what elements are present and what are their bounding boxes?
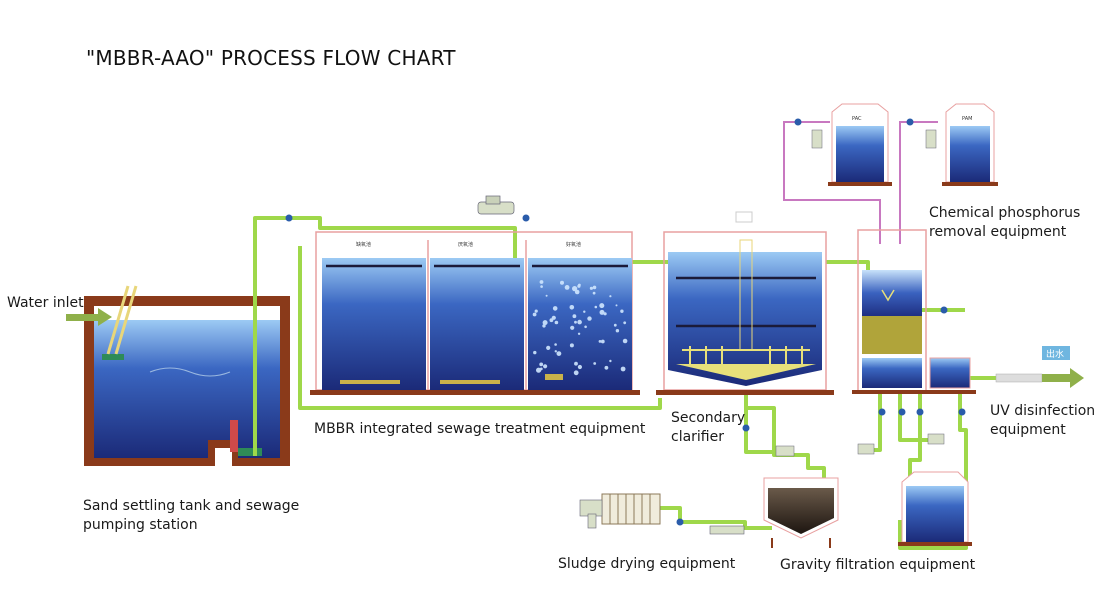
pac-dosing-tank: PAC [811, 103, 892, 186]
aeration-bubble [574, 320, 577, 324]
aeration-bubble [604, 365, 609, 370]
backwash-tank [898, 471, 972, 546]
aeration-bubble [545, 294, 548, 297]
aeration-bubble [552, 306, 558, 311]
label-sludge-drying: Sludge drying equipment [558, 556, 736, 572]
aeration-bubble [615, 329, 620, 333]
aeration-bubble [564, 285, 570, 290]
label-water-inlet: Water inlet [7, 295, 84, 311]
aeration-bubble [577, 319, 582, 325]
label-sand-settling-tank: Sand settling tank and sewage pumping st… [83, 498, 300, 533]
submersible-pump [230, 420, 238, 452]
aeration-bubble [592, 285, 597, 290]
phosphorus-removal-tank [857, 229, 927, 393]
svg-text:PAC: PAC [852, 116, 862, 122]
aeration-bubble [594, 305, 598, 309]
aeration-bubble [572, 314, 577, 319]
aeration-bubble [551, 315, 556, 320]
aeration-bubble [533, 350, 537, 355]
aeration-bubble [600, 339, 605, 344]
aeration-bubble [554, 343, 557, 346]
valves [285, 118, 966, 526]
aeration-bubble [622, 338, 628, 344]
svg-text:PAM: PAM [962, 116, 972, 122]
outlet-tag: 出水 [1046, 348, 1064, 360]
pam-dosing-tank: PAM [925, 103, 998, 186]
aeration-bubble [574, 361, 578, 366]
aeration-bubble [532, 312, 537, 317]
aeration-bubble [546, 345, 551, 350]
aeration-bubble [560, 280, 564, 285]
aeration-bubble [587, 316, 592, 321]
aeration-bubble [556, 351, 562, 356]
gravity-filter [763, 477, 839, 548]
aeration-bubble [620, 366, 626, 372]
aeration-bubble [623, 321, 627, 325]
label-uv-disinfection: UV disinfection equipment [990, 403, 1096, 438]
aeration-bubble [592, 291, 596, 295]
aeration-bubble [542, 324, 546, 328]
aeration-bubble [609, 295, 612, 298]
svg-text:厌氧池: 厌氧池 [458, 241, 473, 248]
water-outlet-arrow: 出水 [995, 346, 1084, 388]
label-mbbr-equipment: MBBR integrated sewage treatment equipme… [314, 421, 646, 437]
aeration-bubble [534, 309, 538, 313]
aeration-bubble [577, 364, 583, 370]
chart-title: "MBBR-AAO" PROCESS FLOW CHART [86, 46, 456, 70]
svg-text:缺氧池: 缺氧池 [356, 241, 371, 248]
aeration-bubble [539, 362, 544, 367]
aeration-bubble [569, 343, 574, 348]
aeration-bubble [589, 286, 594, 290]
inlet-screen [102, 354, 124, 360]
aeration-bubble [620, 309, 624, 313]
aeration-bubble [599, 309, 605, 315]
aeration-bubble [539, 280, 544, 284]
sand-settling-tank [84, 285, 290, 466]
sludge-drying-press [579, 493, 745, 535]
aeration-bubble [573, 370, 579, 376]
aeration-bubble [554, 320, 559, 325]
secondary-clarifier [656, 211, 834, 395]
uv-disinfection-unit [852, 357, 976, 394]
aeration-bubble [539, 367, 543, 371]
aeration-bubble [574, 289, 580, 295]
aeration-bubble [577, 284, 581, 288]
svg-text:好氧池: 好氧池 [566, 241, 581, 248]
aeration-bubble [540, 285, 543, 288]
aeration-bubble [569, 305, 575, 310]
aeration-bubble [613, 323, 617, 327]
aeration-bubble [543, 364, 548, 369]
aeration-bubble [583, 310, 586, 313]
label-phosphorus-removal: Chemical phosphorus removal equipment [929, 205, 1081, 240]
aeration-bubble [584, 325, 587, 329]
manifold-pumps [775, 433, 945, 457]
aeration-bubble [599, 303, 605, 309]
aeration-bubble [609, 359, 612, 363]
aeration-bubble [598, 340, 602, 343]
mbbr-tank: 缺氧池 厌氧池 好氧池 [310, 231, 640, 395]
aeration-bubble [593, 362, 597, 365]
aeration-bubble [554, 350, 557, 353]
water-inlet-arrow [66, 308, 112, 326]
label-secondary-clarifier: Secondary clarifier [671, 410, 746, 445]
blower [477, 195, 515, 215]
aeration-bubble [615, 304, 618, 307]
aeration-bubble [577, 332, 581, 335]
aeration-bubble [542, 320, 548, 326]
aeration-bubble [572, 286, 578, 292]
aeration-bubble [570, 325, 575, 330]
label-gravity-filtration: Gravity filtration equipment [780, 557, 976, 573]
